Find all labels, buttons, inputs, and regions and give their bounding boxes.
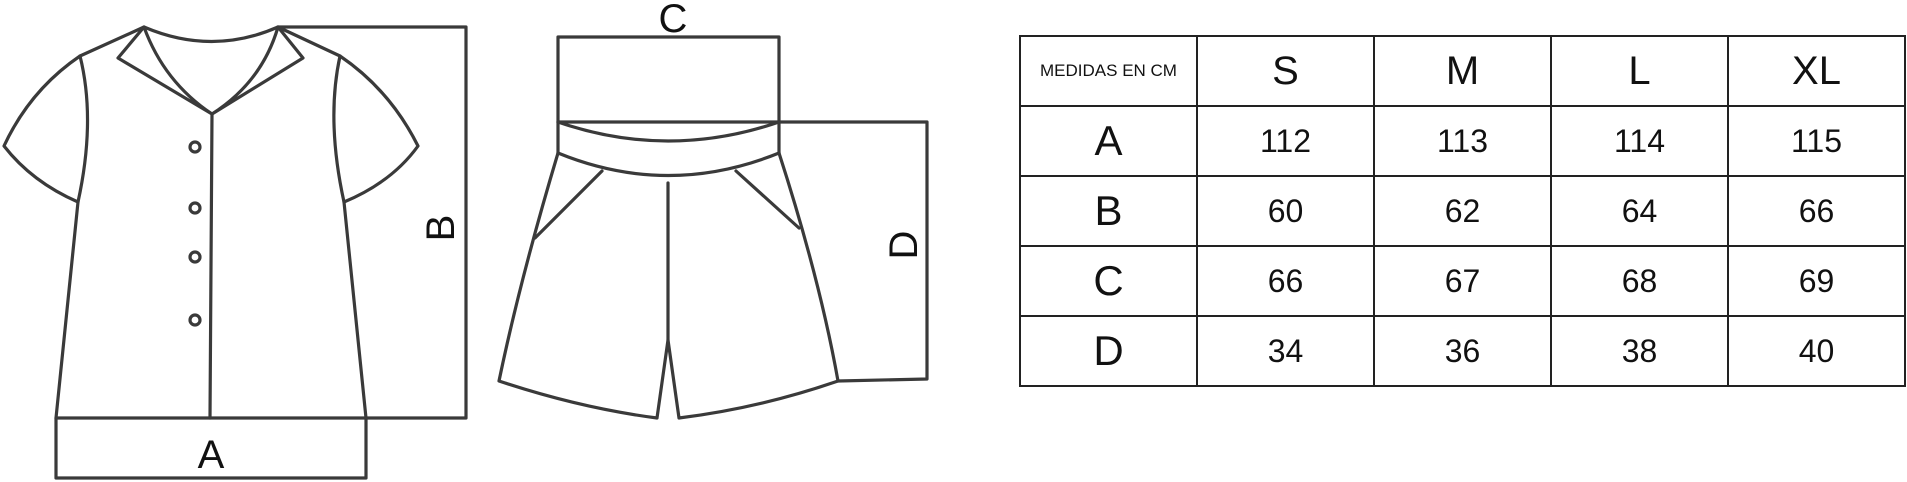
size-header-l: L (1550, 35, 1729, 107)
table-cell: 62 (1373, 175, 1552, 247)
table-cell: 34 (1196, 315, 1375, 387)
table-cell: 115 (1727, 105, 1906, 177)
table-cell: 60 (1196, 175, 1375, 247)
dimension-label-b: B (419, 215, 463, 242)
measure-box-d (777, 120, 929, 383)
table-cell: 114 (1550, 105, 1729, 177)
table-cell: 64 (1550, 175, 1729, 247)
measure-box-b (276, 25, 468, 420)
measure-box-c (556, 35, 781, 124)
shirt-neckline (142, 25, 280, 44)
dimension-label-c: C (659, 0, 688, 41)
size-chart-table: MEDIDAS EN CM S M L XL A 112 113 114 115… (1019, 35, 1906, 387)
shirt-left-sleeve (2, 54, 82, 204)
table-cell: 68 (1550, 245, 1729, 317)
shirt-placket-line (208, 112, 214, 420)
table-cell: 112 (1196, 105, 1375, 177)
garment-diagram: A B C D (2, 0, 929, 480)
row-label: A (1019, 105, 1198, 177)
table-corner-label: MEDIDAS EN CM (1019, 35, 1198, 107)
size-header-m: M (1373, 35, 1552, 107)
table-cell: 36 (1373, 315, 1552, 387)
shirt-button (188, 313, 202, 327)
table-cell: 113 (1373, 105, 1552, 177)
shorts-waistband-curve (556, 120, 781, 143)
row-label: B (1019, 175, 1198, 247)
shirt-button (188, 250, 202, 264)
shorts-pocket-left (533, 169, 604, 240)
dimension-label-d: D (882, 231, 926, 260)
measure-box-a (54, 416, 368, 480)
size-header-s: S (1196, 35, 1375, 107)
table-cell: 40 (1727, 315, 1906, 387)
shirt-drawing: A B (2, 25, 468, 480)
shirt-right-sleeve (338, 54, 420, 204)
table-cell: 67 (1373, 245, 1552, 317)
shorts-waistband-bottom (556, 151, 781, 178)
row-label: D (1019, 315, 1198, 387)
dimension-label-a: A (198, 433, 225, 477)
shorts-waistband-sides (556, 120, 781, 155)
table-row: C 66 67 68 69 (1019, 245, 1906, 317)
row-label: C (1019, 245, 1198, 317)
table-row: D 34 36 38 40 (1019, 315, 1906, 387)
shorts-pocket-right (734, 169, 801, 230)
table-cell: 66 (1727, 175, 1906, 247)
table-header-row: MEDIDAS EN CM S M L XL (1019, 35, 1906, 107)
table-cell: 69 (1727, 245, 1906, 317)
table-cell: 38 (1550, 315, 1729, 387)
shirt-button (188, 140, 202, 154)
size-header-xl: XL (1727, 35, 1906, 107)
shirt-button (188, 201, 202, 215)
table-row: A 112 113 114 115 (1019, 105, 1906, 177)
shorts-drawing: C D (497, 0, 929, 420)
table-cell: 66 (1196, 245, 1375, 317)
table-row: B 60 62 64 66 (1019, 175, 1906, 247)
